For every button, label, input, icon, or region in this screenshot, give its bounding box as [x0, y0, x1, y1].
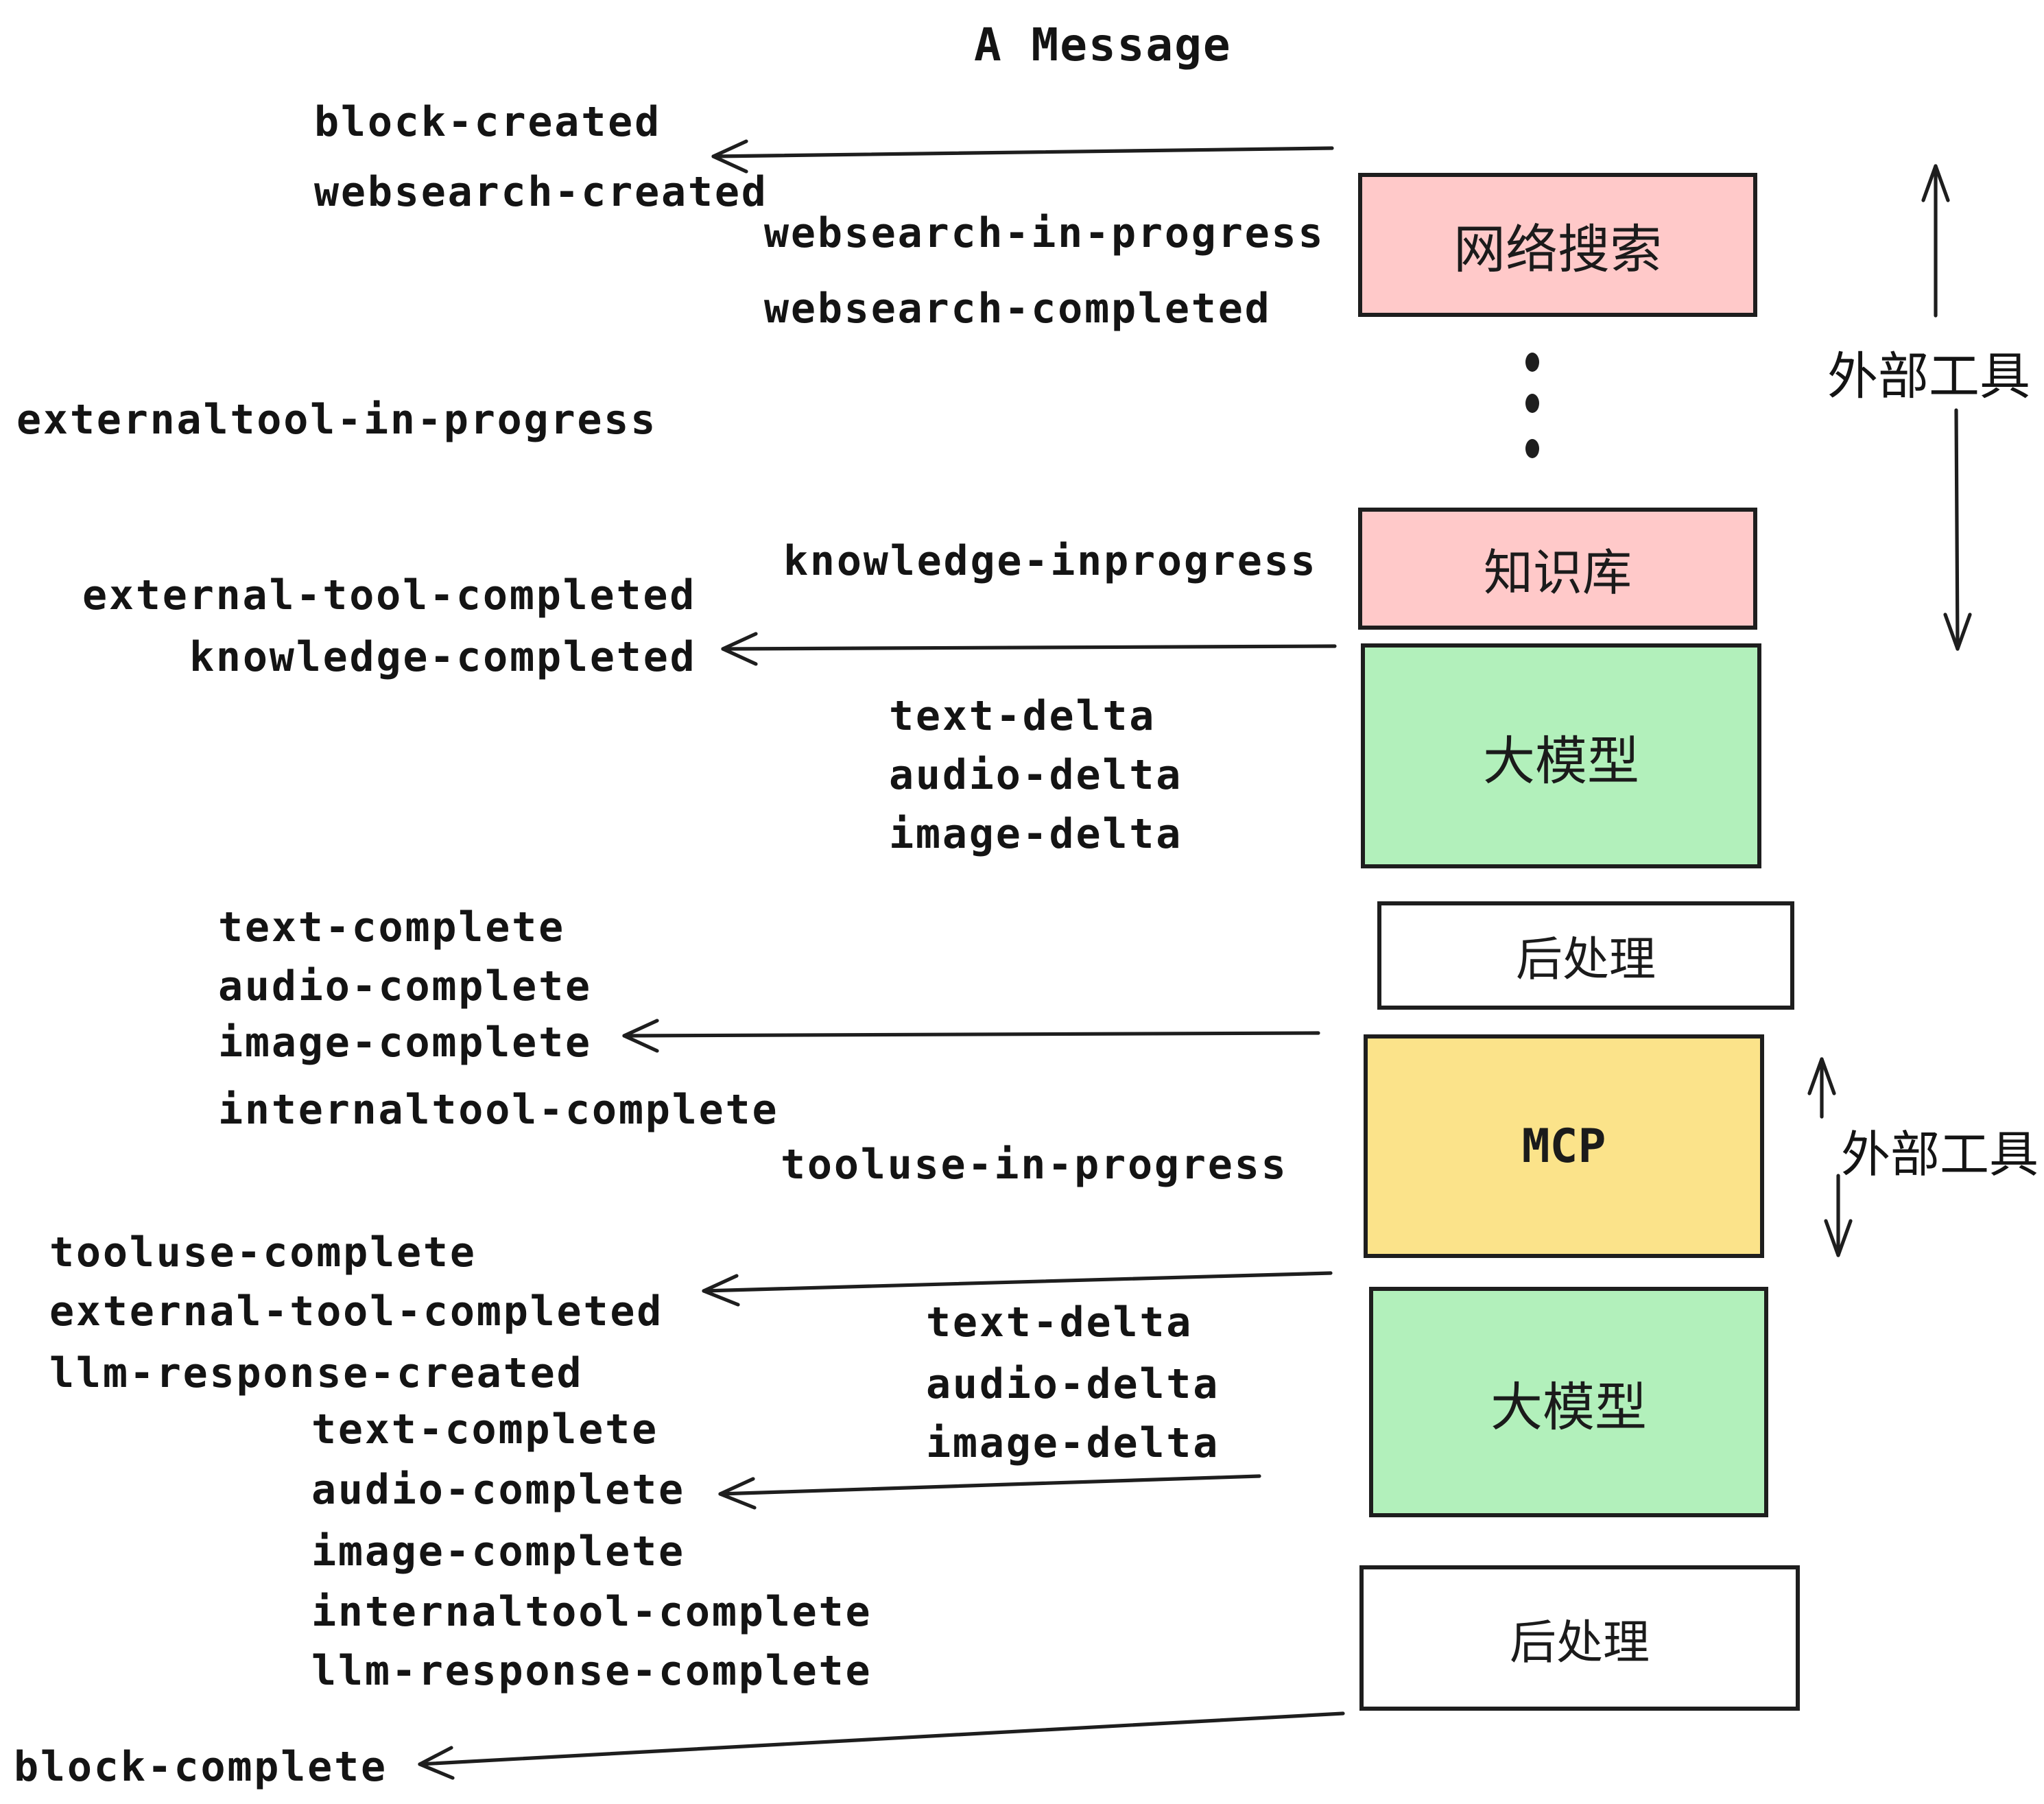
external-tools-label-top: 外部工具	[1827, 347, 2030, 406]
box-knowledge: 知识库	[1358, 508, 1757, 630]
box-postprocess-2: 后处理	[1359, 1565, 1800, 1711]
box-llm-2-label: 大模型	[1490, 1377, 1647, 1437]
box-postprocess-2-label: 后处理	[1510, 1615, 1650, 1670]
event-label-llm-response-complete: llm-response-complete	[311, 1648, 872, 1696]
box-postprocess-1-label: 后处理	[1516, 933, 1656, 988]
diagram-title: A Message	[974, 18, 1232, 71]
event-label-image-delta-1: image-delta	[889, 811, 1183, 859]
box-postprocess-1: 后处理	[1377, 901, 1794, 1010]
event-label-text-delta-2: text-delta	[926, 1299, 1193, 1347]
arrow-to-block-created	[711, 139, 1334, 174]
event-label-block-complete: block-complete	[14, 1744, 388, 1792]
event-label-text-delta-1: text-delta	[889, 693, 1156, 741]
event-label-audio-complete-1: audio-complete	[218, 963, 592, 1011]
event-label-audio-delta-1: audio-delta	[889, 752, 1183, 800]
box-websearch: 网络搜索	[1358, 173, 1757, 317]
event-label-internaltool-complete-1: internaltool-complete	[218, 1087, 779, 1135]
box-mcp: MCP	[1364, 1034, 1764, 1258]
event-label-external-tool-completed-2: external-tool-completed	[49, 1288, 664, 1336]
arrow-to-knowledge-completed	[721, 632, 1337, 666]
event-label-audio-delta-2: audio-delta	[926, 1361, 1220, 1409]
event-label-websearch-in-progress: websearch-in-progress	[764, 210, 1325, 258]
box-llm-2: 大模型	[1369, 1287, 1768, 1517]
box-mcp-label: MCP	[1521, 1119, 1606, 1174]
external-tools-label-mid: 外部工具	[1841, 1128, 2039, 1184]
event-label-audio-complete-2: audio-complete	[311, 1467, 685, 1515]
event-label-text-complete-1: text-complete	[218, 904, 565, 952]
ellipsis-dots-icon	[1525, 353, 1539, 458]
event-label-llm-response-created: llm-response-created	[49, 1350, 584, 1398]
arrow-to-audio-complete	[718, 1474, 1261, 1510]
event-label-internaltool-complete-2: internaltool-complete	[311, 1589, 872, 1637]
event-label-text-complete-2: text-complete	[311, 1406, 658, 1454]
event-label-tooluse-complete: tooluse-complete	[49, 1229, 477, 1277]
event-label-tooluse-in-progress: tooluse-in-progress	[781, 1141, 1288, 1189]
arrow-to-image-complete	[622, 1019, 1320, 1053]
box-websearch-label: 网络搜索	[1453, 219, 1662, 280]
event-label-image-complete-2: image-complete	[311, 1528, 685, 1576]
event-label-block-created: block-created	[314, 99, 661, 147]
event-label-image-delta-2: image-delta	[926, 1420, 1220, 1468]
event-label-image-complete-1: image-complete	[218, 1019, 592, 1067]
event-label-external-tool-completed-1: external-tool-completed	[82, 572, 697, 620]
event-label-knowledge-inprogress: knowledge-inprogress	[783, 538, 1318, 586]
event-label-knowledge-completed: knowledge-completed	[189, 634, 697, 682]
arrow-to-block-complete	[418, 1711, 1345, 1780]
box-knowledge-label: 知识库	[1483, 545, 1632, 602]
event-label-websearch-created: websearch-created	[314, 169, 768, 217]
box-llm-1-label: 大模型	[1482, 731, 1639, 791]
event-label-externaltool-in-progress: externaltool-in-progress	[16, 396, 658, 444]
event-label-websearch-completed: websearch-completed	[764, 285, 1272, 333]
box-llm-1: 大模型	[1361, 643, 1761, 868]
